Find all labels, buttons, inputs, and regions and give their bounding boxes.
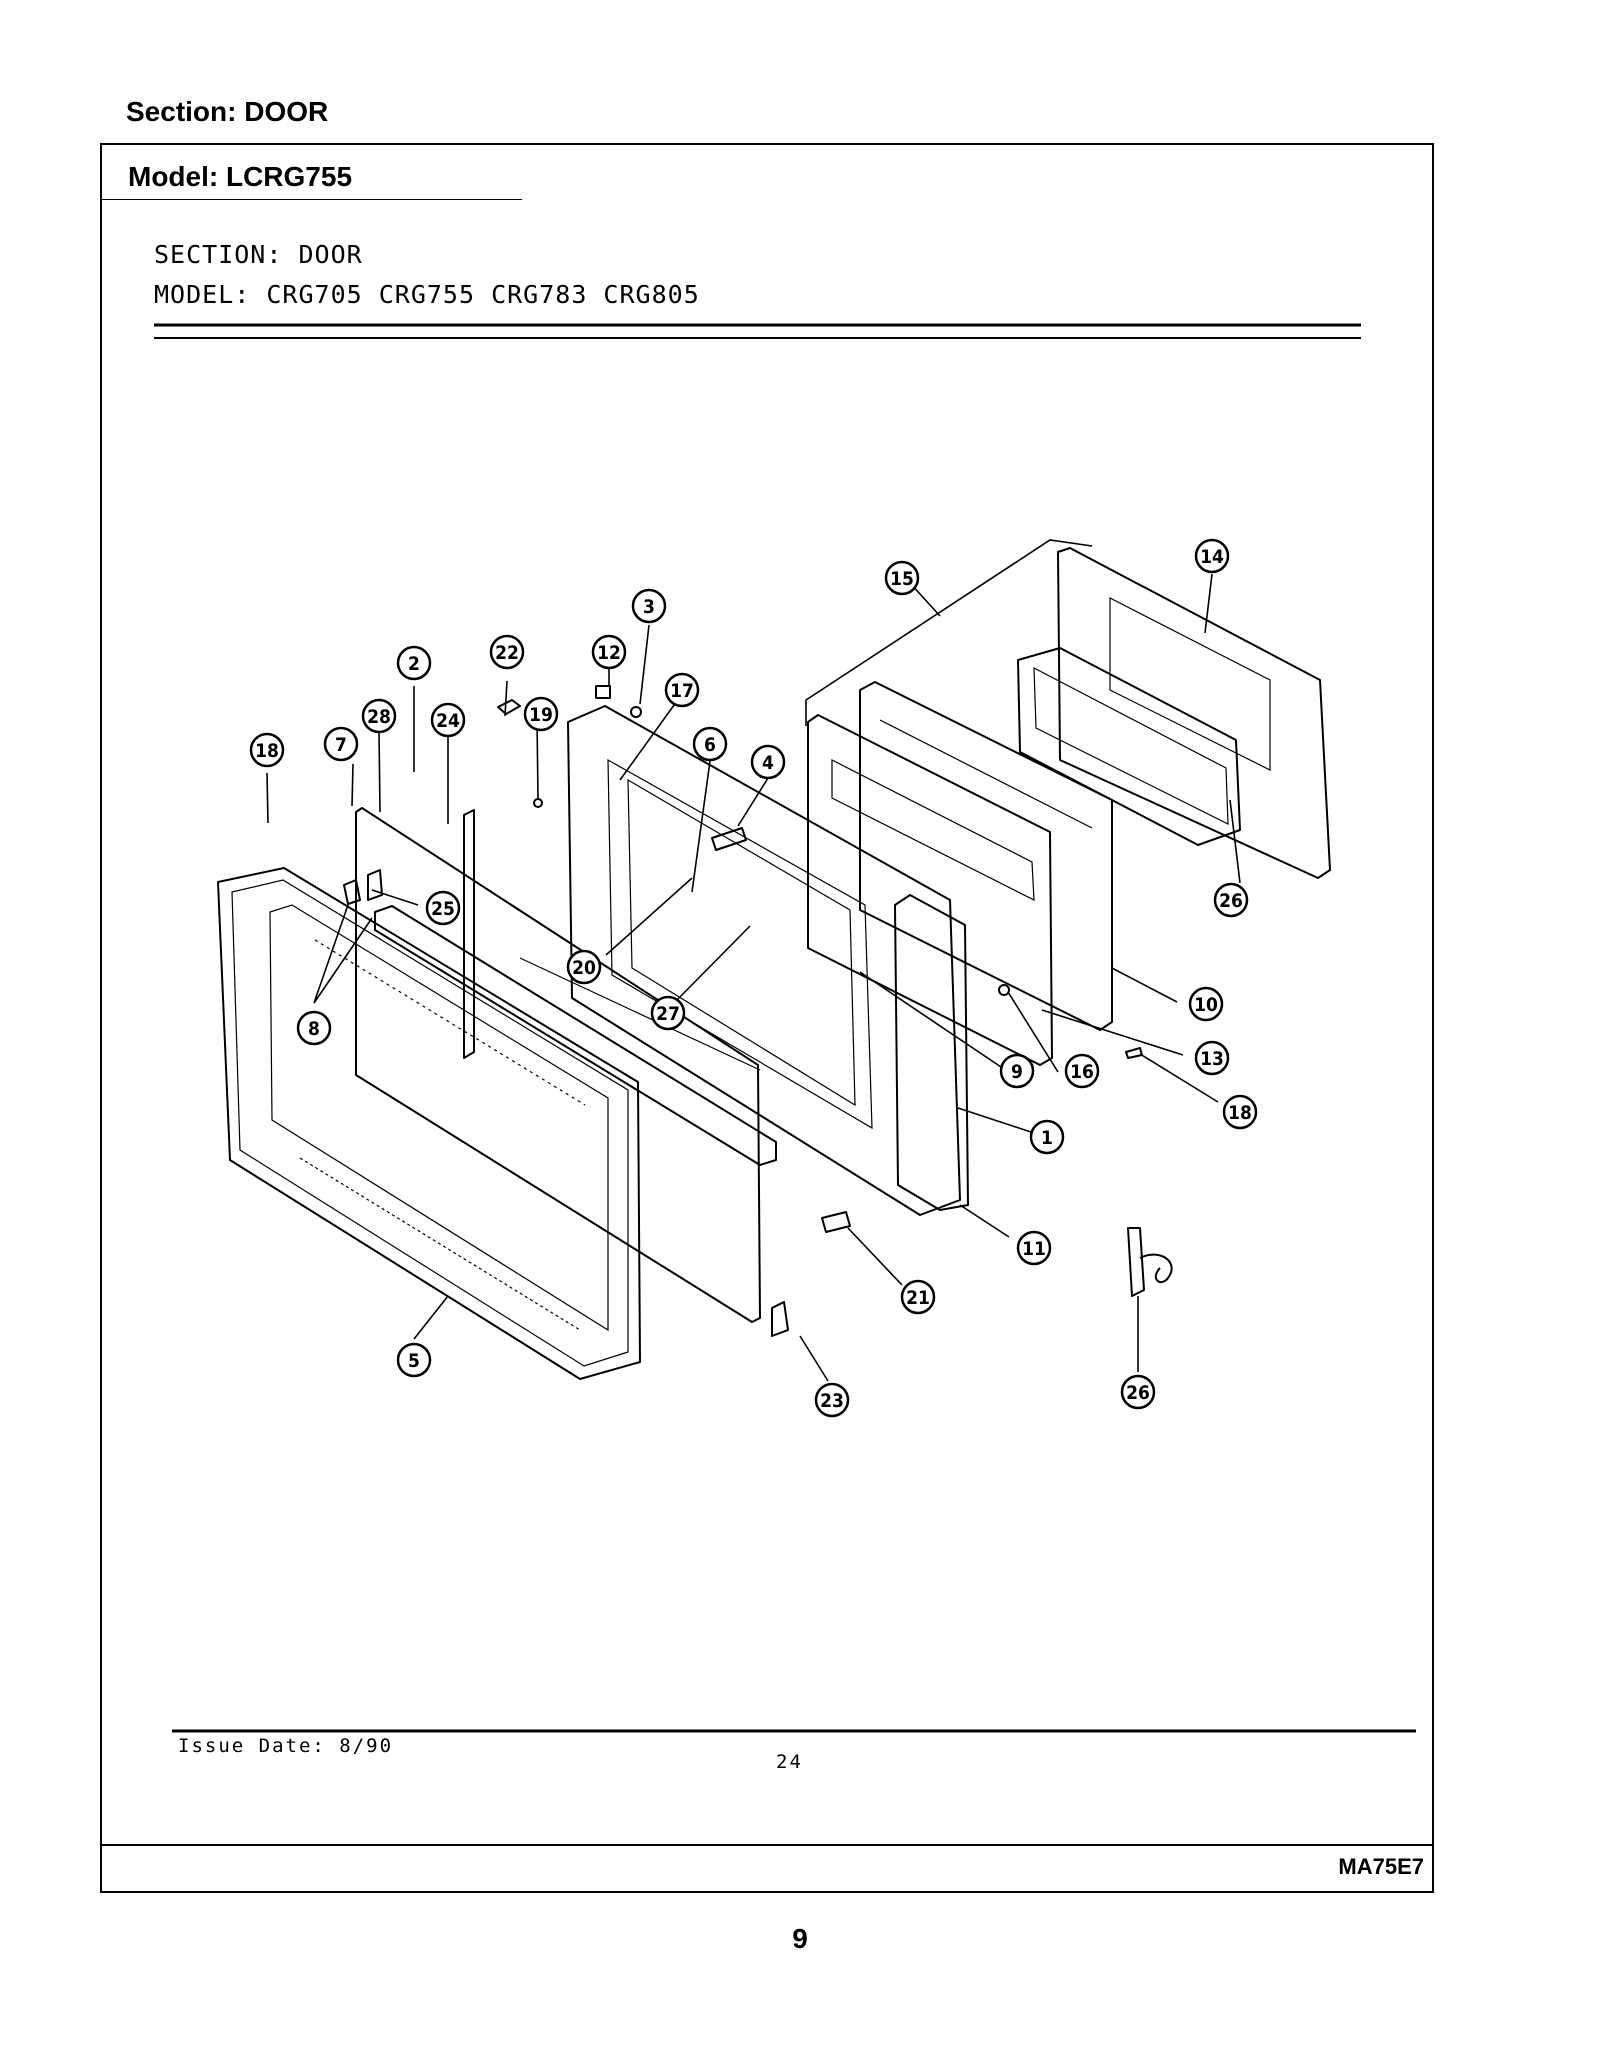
model-title: Model: LCRG755: [128, 161, 353, 192]
door-handle-bar: [374, 905, 777, 1166]
issue-date: Issue Date: 8/90: [178, 1735, 393, 1757]
sheet-number: 24: [776, 1751, 803, 1773]
callout-26-top: 26: [1213, 882, 1249, 918]
model-underline: [102, 199, 522, 200]
svg-text:11: 11: [1022, 1238, 1046, 1260]
callout-7: 7: [323, 726, 359, 762]
leader-lines: [266, 573, 1241, 1382]
callout-1: 1: [1029, 1119, 1065, 1155]
door-inner-panel: [355, 807, 761, 1323]
callout-13: 13: [1194, 1040, 1230, 1076]
svg-text:17: 17: [670, 680, 694, 702]
callout-28: 28: [361, 698, 397, 734]
callout-9: 9: [999, 1053, 1035, 1089]
callout-17: 17: [664, 672, 700, 708]
vent-channel: [463, 699, 521, 1059]
svg-text:24: 24: [436, 710, 460, 732]
page-number: 9: [792, 1923, 808, 1954]
callout-27: 27: [650, 995, 686, 1031]
footer-divider: [102, 1844, 1432, 1846]
callout-10: 10: [1188, 986, 1224, 1022]
side-channel: [894, 894, 969, 1211]
callout-18-right: 18: [1222, 1094, 1258, 1130]
door-outer-frame: [217, 867, 641, 1380]
svg-text:5: 5: [408, 1350, 420, 1372]
svg-text:15: 15: [890, 568, 914, 590]
door-inner-liner: [567, 705, 961, 1216]
callout-23: 23: [814, 1382, 850, 1418]
svg-text:10: 10: [1194, 994, 1218, 1016]
intermediate-frame: [807, 714, 1053, 1066]
callout-21: 21: [900, 1279, 936, 1315]
svg-text:7: 7: [335, 734, 347, 756]
callout-11: 11: [1016, 1230, 1052, 1266]
svg-text:12: 12: [597, 642, 621, 664]
glass-assembly: [859, 681, 1113, 1031]
callout-25: 25: [425, 890, 461, 926]
callout-24: 24: [430, 702, 466, 738]
scan-model-line: MODEL: CRG705 CRG755 CRG783 CRG805: [154, 280, 700, 309]
callout-2: 2: [396, 645, 432, 681]
svg-text:26: 26: [1126, 1382, 1150, 1404]
svg-text:16: 16: [1070, 1061, 1094, 1083]
callout-12: 12: [591, 634, 627, 670]
callout-8: 8: [296, 1010, 332, 1046]
svg-text:9: 9: [1011, 1061, 1023, 1083]
svg-text:8: 8: [308, 1018, 320, 1040]
svg-text:27: 27: [656, 1003, 680, 1025]
callout-3: 3: [631, 588, 667, 624]
svg-text:13: 13: [1200, 1048, 1224, 1070]
svg-text:23: 23: [820, 1390, 844, 1412]
callout-15: 15: [884, 560, 920, 596]
bracket-15: [805, 539, 1093, 726]
svg-text:14: 14: [1200, 546, 1224, 568]
callout-5: 5: [396, 1342, 432, 1378]
callout-14: 14: [1194, 538, 1230, 574]
svg-text:3: 3: [643, 596, 655, 618]
small-hardware: [343, 685, 1173, 1337]
callout-20: 20: [566, 949, 602, 985]
svg-text:25: 25: [431, 898, 455, 920]
section-title: Section: DOOR: [126, 96, 329, 127]
svg-text:28: 28: [367, 706, 391, 728]
svg-text:21: 21: [906, 1287, 930, 1309]
callout-26-bottom: 26: [1120, 1374, 1156, 1410]
svg-text:1: 1: [1041, 1127, 1053, 1149]
svg-text:22: 22: [495, 642, 519, 664]
svg-text:4: 4: [762, 752, 774, 774]
scan-section-line: SECTION: DOOR: [154, 240, 363, 269]
callout-16: 16: [1064, 1053, 1100, 1089]
svg-text:19: 19: [529, 704, 553, 726]
callout-18-left: 18: [249, 732, 285, 768]
svg-text:20: 20: [572, 957, 596, 979]
document-code: MA75E7: [1338, 1854, 1424, 1879]
oven-liner-back: [1017, 547, 1331, 879]
callout-22: 22: [489, 634, 525, 670]
page-frame: Model: LCRG755 MA75E7: [100, 143, 1434, 1893]
callout-19: 19: [523, 696, 559, 732]
svg-text:26: 26: [1219, 890, 1243, 912]
svg-text:18: 18: [255, 740, 279, 762]
svg-text:2: 2: [408, 653, 420, 675]
callout-4: 4: [750, 744, 786, 780]
svg-text:6: 6: [704, 734, 716, 756]
svg-text:18: 18: [1228, 1102, 1252, 1124]
callout-6: 6: [692, 726, 728, 762]
